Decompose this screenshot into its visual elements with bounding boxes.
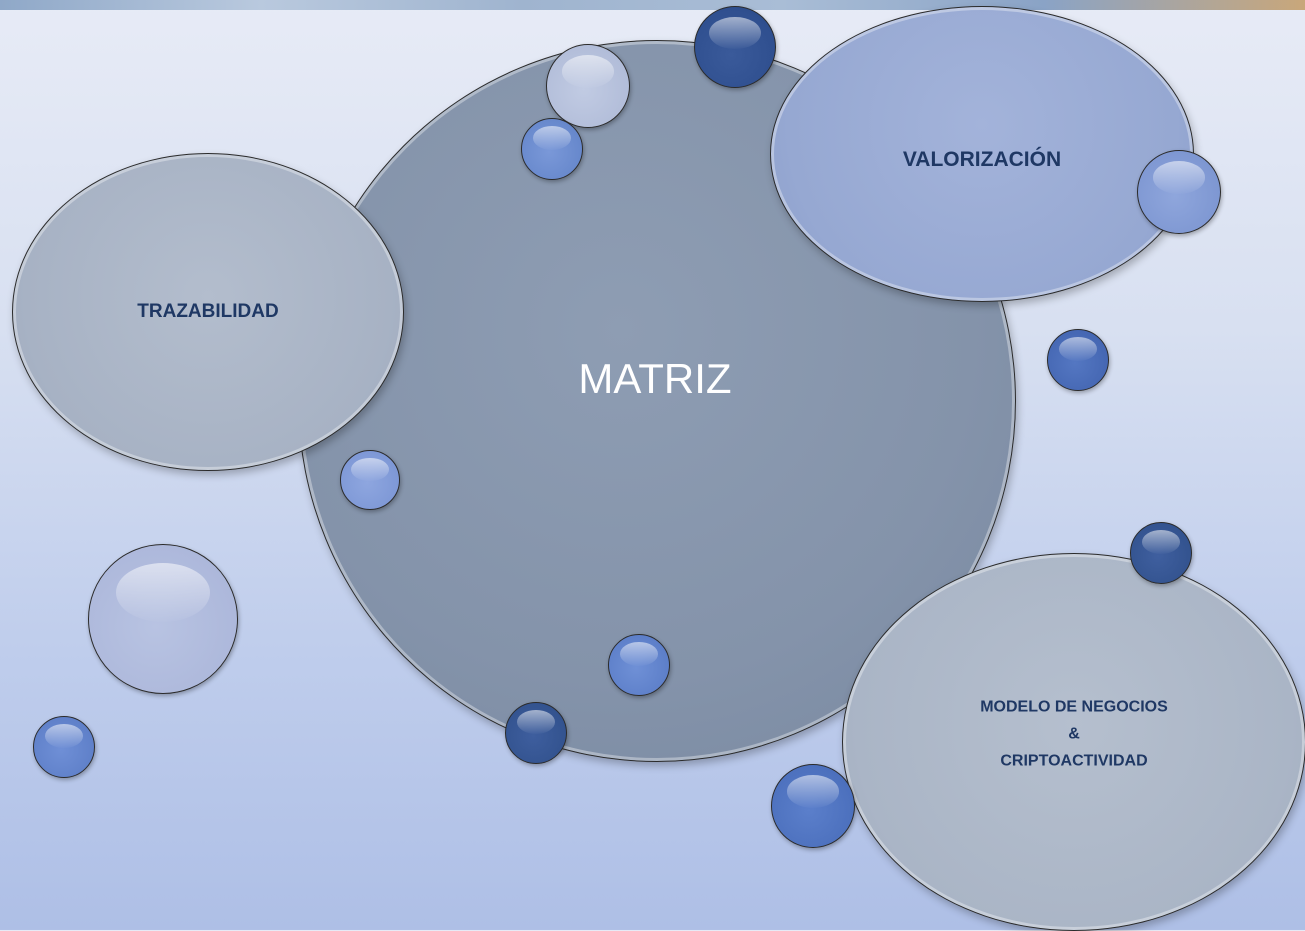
modelo-line-1: MODELO DE NEGOCIOS: [980, 698, 1168, 716]
modelo-negocios-circle: MODELO DE NEGOCIOS & CRIPTOACTIVIDAD: [842, 553, 1305, 931]
header-image-strip: [0, 0, 1305, 10]
bubble-right-mid: [1047, 329, 1109, 391]
modelo-line-3: CRIPTOACTIVIDAD: [1000, 752, 1148, 770]
bubble-bottom-dark: [505, 702, 567, 764]
trazabilidad-label: TRAZABILIDAD: [137, 301, 279, 322]
bubble-right-top-modelo: [1130, 522, 1192, 584]
bubble-modelo-left: [771, 764, 855, 848]
bubble-valorizacion-side: [1137, 150, 1221, 234]
bubble-bottom-center: [608, 634, 670, 696]
bubble-top-small: [521, 118, 583, 180]
bubble-top-light: [546, 44, 630, 128]
modelo-negocios-label: MODELO DE NEGOCIOS & CRIPTOACTIVIDAD: [843, 694, 1305, 775]
bubble-top-dark: [694, 6, 776, 88]
trazabilidad-circle: TRAZABILIDAD: [12, 153, 404, 471]
bubble-left-mid: [340, 450, 400, 510]
valorizacion-circle: VALORIZACIÓN: [770, 6, 1194, 302]
bubble-bottom-left: [33, 716, 95, 778]
bubble-large-light: [88, 544, 238, 694]
modelo-line-2: &: [1068, 725, 1080, 743]
matriz-label: MATRIZ: [578, 355, 732, 403]
valorizacion-label: VALORIZACIÓN: [902, 147, 1062, 171]
